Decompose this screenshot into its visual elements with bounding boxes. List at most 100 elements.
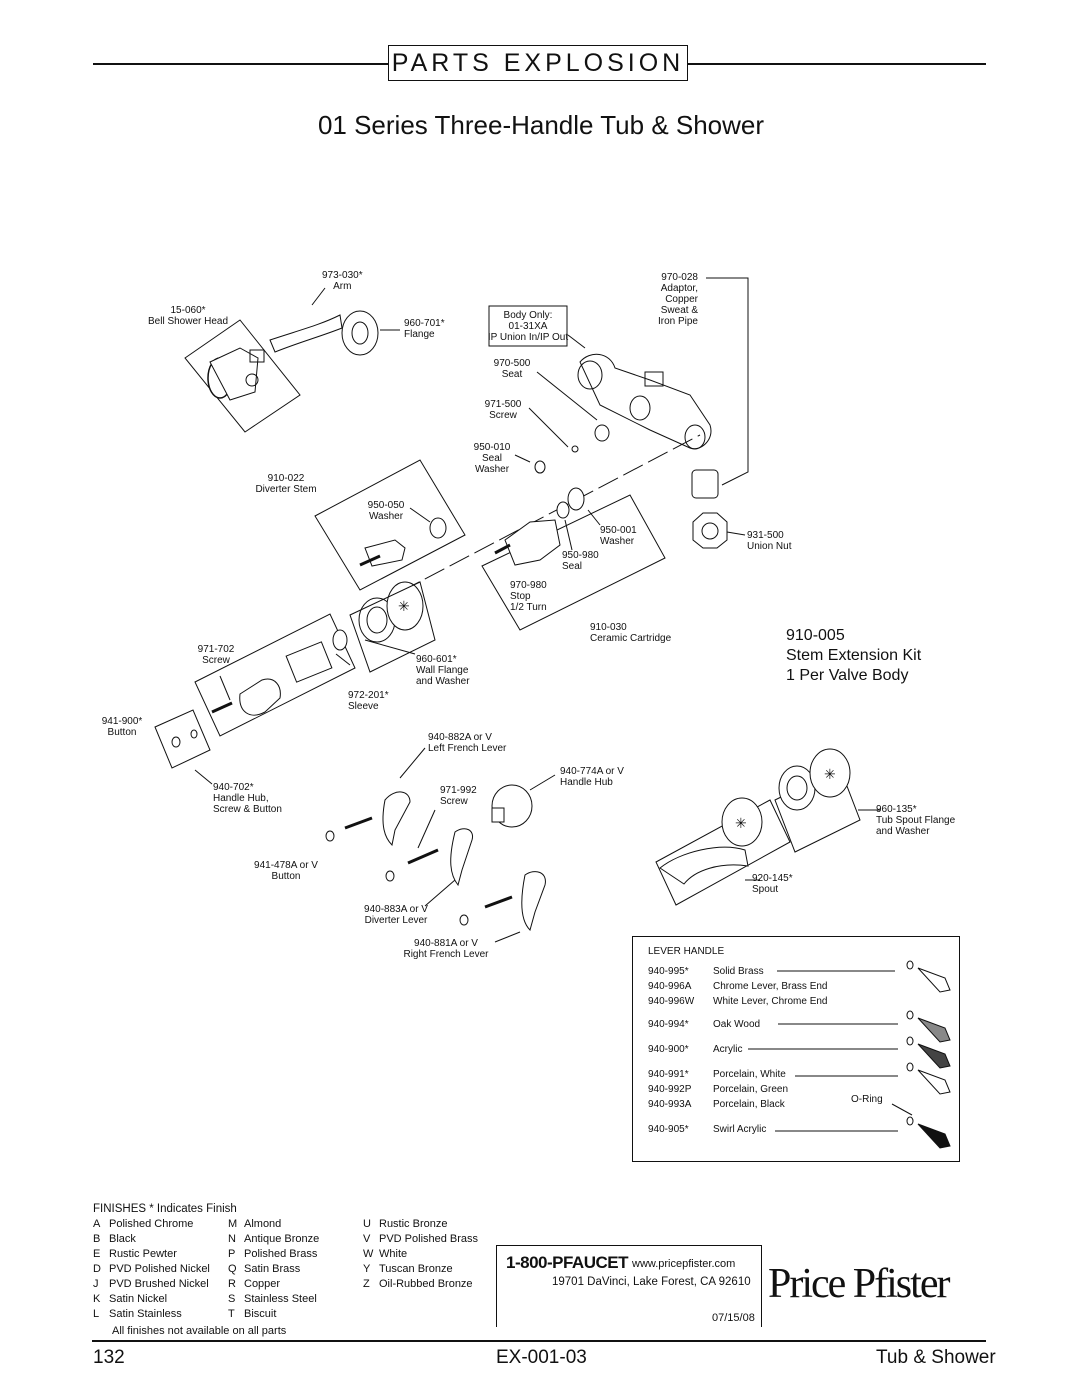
header-rule-left xyxy=(93,63,389,65)
lever-handle-title: LEVER HANDLE xyxy=(648,946,725,957)
lever-name: Solid Brass xyxy=(713,966,764,977)
lever-code: 940-995* xyxy=(648,966,689,977)
label-button-941900: 941-900* Button xyxy=(101,716,143,738)
label-ceramic-cartridge: 910-030 Ceramic Cartridge xyxy=(590,622,672,644)
seat-icon xyxy=(594,424,610,442)
contact-box xyxy=(496,1245,762,1327)
label-diverter-lever: 940-883A or V Diverter Lever xyxy=(364,904,428,926)
label-screw-971992: 971-992 Screw xyxy=(440,785,477,807)
finishes-title: FINISHES * Indicates Finish xyxy=(93,1203,237,1215)
left-french-lever-icon xyxy=(382,791,411,847)
label-stop: 970-980 Stop 1/2 Turn xyxy=(510,580,547,613)
label-adaptor: 970-028 Adaptor, Copper Sweat & Iron Pip… xyxy=(657,272,698,327)
section-name: Tub & Shower xyxy=(876,1347,996,1368)
label-sleeve: 972-201* Sleeve xyxy=(348,690,389,712)
label-washer-950001: 950-001 Washer xyxy=(600,525,637,547)
finishes-note: All finishes not available on all parts xyxy=(112,1325,287,1337)
flange-icon xyxy=(341,310,379,356)
shower-head-bracket xyxy=(184,319,301,433)
label-seal-washer: 950-010 Seal Washer xyxy=(473,442,511,475)
lever-name: Chrome Lever, Brass End xyxy=(713,981,828,992)
adaptor-icon xyxy=(691,469,719,499)
lever-code: 940-993A xyxy=(648,1099,692,1110)
label-flange: 960-701* Flange xyxy=(404,318,445,340)
svg-text:✳: ✳ xyxy=(735,815,747,831)
label-screw-971702: 971-702 Screw xyxy=(197,644,235,666)
label-wall-flange: 960-601* Wall Flange and Washer xyxy=(416,654,470,687)
header-rule-right xyxy=(688,63,986,65)
lever-code: 940-900* xyxy=(648,1044,689,1055)
website-link[interactable]: www.pricepfister.com xyxy=(632,1258,736,1270)
screw-icon xyxy=(571,445,579,453)
oring-label: O-Ring xyxy=(851,1094,883,1105)
lever-name: Porcelain, Black xyxy=(713,1099,785,1110)
label-spout: 920-145* Spout xyxy=(752,873,793,895)
spout-icon xyxy=(659,846,749,885)
valve-body-icon xyxy=(577,353,712,450)
lever-code: 940-905* xyxy=(648,1124,689,1135)
sleeve-icon xyxy=(285,641,333,683)
stem-extension-kit: 910-005 Stem Extension Kit 1 Per Valve B… xyxy=(786,627,922,684)
wall-flange-icon: ✳ xyxy=(358,581,424,643)
lever-name: Porcelain, White xyxy=(713,1069,786,1080)
svg-text:✳: ✳ xyxy=(398,598,410,614)
label-screw-971500: 971-500 Screw xyxy=(484,399,522,421)
label-right-french-lever: 940-881A or V Right French Lever xyxy=(403,938,489,960)
shower-arm-icon xyxy=(269,314,343,353)
handle-hub-icon xyxy=(239,678,281,716)
page-number: 132 xyxy=(93,1347,125,1368)
lever-name: Acrylic xyxy=(713,1044,743,1055)
svg-text:✳: ✳ xyxy=(824,766,836,782)
shower-head-icon xyxy=(207,347,265,401)
lever-code: 940-991* xyxy=(648,1069,689,1080)
brand-logo: Price Pfister xyxy=(768,1261,950,1307)
screw-icon-2 xyxy=(211,701,233,714)
button-bracket xyxy=(154,709,211,769)
parts-explosion-label: PARTS EXPLOSION xyxy=(388,45,688,81)
label-handle-hub-screw-button: 940-702* Handle Hub, Screw & Button xyxy=(213,782,282,815)
ceramic-cartridge-icon xyxy=(494,519,561,566)
label-tub-spout-flange: 960-135* Tub Spout Flange and Washer xyxy=(876,804,956,837)
lever-handle-box xyxy=(632,936,960,1162)
label-left-french-lever: 940-882A or V Left French Lever xyxy=(428,732,507,754)
diverter-stem-icon xyxy=(359,539,406,567)
label-body-only: Body Only: 01-31XA IP Union In/IP Out xyxy=(487,310,569,343)
seal-washer-icon xyxy=(534,460,546,474)
label-seat: 970-500 Seat xyxy=(493,358,531,380)
label-bell-shower-head: 15-060* Bell Shower Head xyxy=(148,305,229,327)
page-title: 01 Series Three-Handle Tub & Shower xyxy=(317,110,765,140)
lever-handle-icons xyxy=(906,960,951,1149)
right-french-lever-icon xyxy=(521,871,546,931)
lever-name: Porcelain, Green xyxy=(713,1084,789,1095)
label-washer-950050: 950-050 Washer xyxy=(367,500,405,522)
label-union-nut: 931-500 Union Nut xyxy=(747,530,792,552)
lever-code: 940-996A xyxy=(648,981,692,992)
lever-code: 940-994* xyxy=(648,1019,689,1030)
label-handle-hub-940774: 940-774A or V Handle Hub xyxy=(560,766,624,788)
footer-rule xyxy=(92,1340,986,1342)
label-button-941478: 941-478A or V Button xyxy=(254,860,318,882)
label-diverter-stem: 910-022 Diverter Stem xyxy=(255,473,317,495)
lever-code: 940-996W xyxy=(648,996,695,1007)
washer-icon xyxy=(429,517,447,539)
union-nut-icon xyxy=(692,512,728,549)
phone-number: 1-800-PFAUCET xyxy=(506,1253,628,1272)
